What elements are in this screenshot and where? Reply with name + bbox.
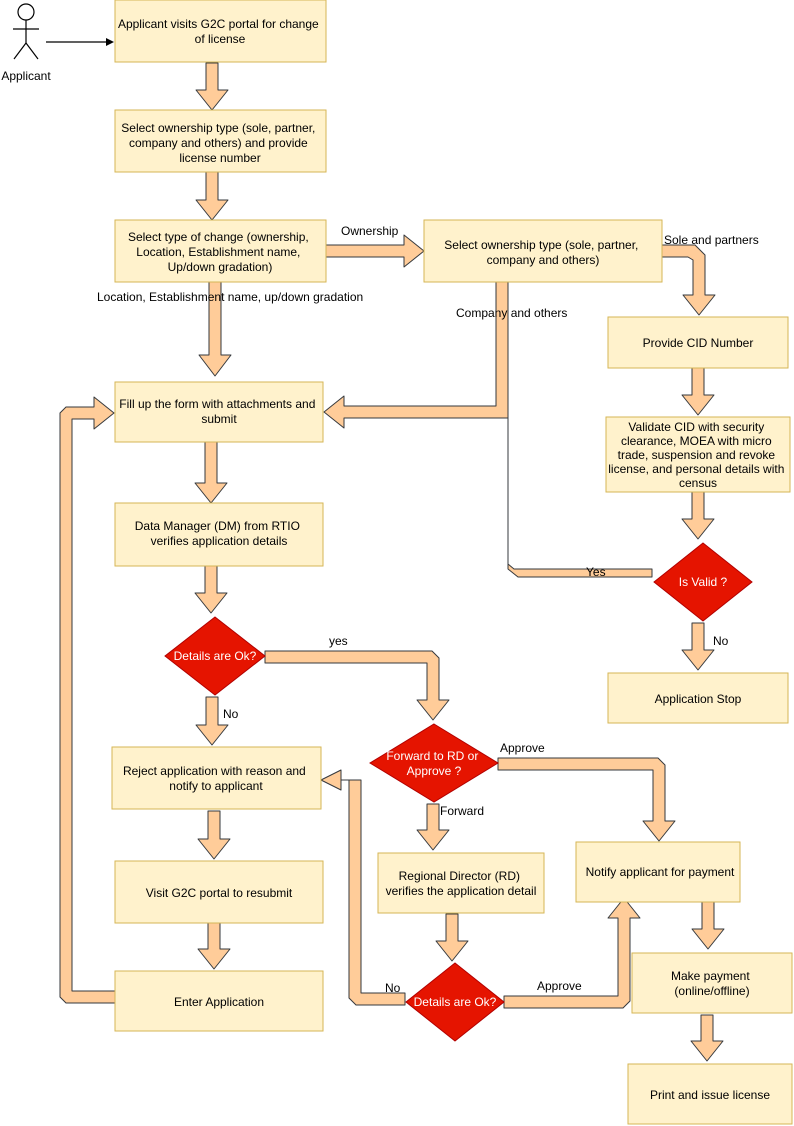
applicant-actor-icon bbox=[13, 3, 39, 60]
label-forward: Forward bbox=[440, 804, 484, 818]
print-license-text: Print and issue license bbox=[650, 1088, 770, 1102]
arrow-valid-yes-to-fill bbox=[323, 281, 653, 578]
arrow-change-to-ownership bbox=[325, 234, 425, 268]
decision-is-valid bbox=[653, 542, 753, 622]
arrow-details-yes-to-forward bbox=[264, 650, 450, 721]
svg-text:Applicant visits G2C portal fo: Applicant visits G2C portal for change o… bbox=[118, 17, 322, 46]
flow-arrows bbox=[59, 62, 725, 1062]
svg-text:Select ownership type (sole, p: Select ownership type (sole, partner, co… bbox=[444, 238, 641, 267]
label-location-etc: Location, Establishment name, up/down gr… bbox=[97, 290, 363, 304]
label-no-details: No bbox=[223, 707, 239, 721]
arrow-dm-to-details bbox=[194, 565, 228, 614]
box-reject bbox=[111, 746, 322, 810]
svg-text:Regional Director (RD) v: Regional Director (RD) verifies the appl… bbox=[386, 869, 537, 898]
box-rd-verifies bbox=[377, 852, 545, 914]
applicant-label: Applicant bbox=[1, 69, 51, 83]
box-dm-verifies bbox=[114, 502, 324, 567]
visit-portal-line-1: Applicant visits G2C portal for change bbox=[118, 17, 319, 31]
arrow-details-to-reject bbox=[195, 696, 229, 746]
arrow-ownership-to-cid bbox=[661, 244, 716, 316]
label-yes-details: yes bbox=[329, 634, 348, 648]
label-approve-2: Approve bbox=[537, 979, 582, 993]
arrow-payment-to-print bbox=[690, 1014, 724, 1062]
arrow-resubmit-to-enter bbox=[197, 922, 231, 970]
arrow-notify-to-payment bbox=[691, 901, 725, 950]
svg-text:Select ownership type (sole, p: Select ownership type (sole, partner, co… bbox=[121, 121, 318, 165]
actor-arrow bbox=[46, 38, 114, 46]
box-provide-cid bbox=[607, 316, 789, 369]
arrow-select-to-change bbox=[195, 171, 229, 221]
svg-text:Forward to RD or Approve: Forward to RD or Approve ? bbox=[386, 749, 481, 778]
decision-details-ok-2 bbox=[405, 962, 505, 1042]
arrow-approve-to-notify bbox=[497, 757, 676, 842]
arrow-details2-approve-to-notify bbox=[503, 897, 641, 1009]
svg-text:Select type of change (ownersh: Select type of change (ownership, Locati… bbox=[128, 230, 312, 274]
box-select-change-type bbox=[114, 219, 327, 283]
notify-payment-text: Notify applicant for payment bbox=[586, 865, 735, 879]
arrow-valid-to-stop bbox=[681, 622, 715, 671]
arrow-cid-to-validate bbox=[681, 367, 715, 416]
application-stop-text: Application Stop bbox=[655, 692, 742, 706]
arrow-enter-to-fill-loop bbox=[59, 396, 116, 1004]
svg-text:Make payment (online/off: Make payment (online/offline) bbox=[671, 969, 753, 998]
box-select-ownership-type bbox=[423, 219, 663, 283]
arrow-rd-to-details2 bbox=[435, 913, 469, 962]
provide-cid-text: Provide CID Number bbox=[643, 336, 754, 350]
box-validate-cid bbox=[605, 416, 791, 493]
edge-labels: Ownership Sole and partners Company and … bbox=[97, 224, 759, 995]
decision-labels: Is Valid ? Details are Ok? Forward to RD… bbox=[174, 575, 728, 1009]
label-no-details-2: No bbox=[385, 981, 401, 995]
box-fill-form bbox=[114, 381, 324, 443]
box-select-ownership-license bbox=[114, 109, 327, 173]
label-no-valid: No bbox=[713, 634, 729, 648]
visit-portal-line-2: of license bbox=[195, 32, 246, 46]
box-enter-application bbox=[114, 970, 324, 1032]
box-labels: Applicant visits G2C portal for change o… bbox=[118, 17, 787, 1102]
process-boxes bbox=[111, 0, 793, 1125]
arrow-visit-to-select bbox=[195, 62, 229, 111]
box-visit-resubmit bbox=[114, 860, 324, 924]
arrow-reject-to-resubmit bbox=[197, 810, 231, 860]
box-visit-portal bbox=[114, 0, 327, 63]
label-yes-valid: Yes bbox=[586, 565, 606, 579]
label-sole-partners: Sole and partners bbox=[664, 233, 759, 247]
decision-diamonds bbox=[164, 542, 753, 1042]
box-application-stop bbox=[607, 672, 789, 724]
decision-details-ok-1 bbox=[164, 616, 266, 696]
arrow-change-to-fill bbox=[198, 281, 232, 377]
arrow-validate-to-valid bbox=[681, 491, 715, 540]
svg-text:Validate CID with security: Validate CID with security clearance, MO… bbox=[608, 420, 787, 490]
svg-text:Fill up the form with attachme: Fill up the form with attachments and su… bbox=[119, 397, 318, 426]
arrow-fill-to-dm bbox=[194, 441, 228, 504]
arrow-forward-to-rd bbox=[416, 803, 450, 851]
label-company-others: Company and others bbox=[456, 306, 567, 320]
svg-text:Data Manager (DM) from RTIO: Data Manager (DM) from RTIO verifies app… bbox=[135, 519, 304, 548]
visit-resubmit-text: Visit G2C portal to resubmit bbox=[146, 886, 293, 900]
details-ok-2-text: Details are Ok? bbox=[414, 995, 497, 1009]
is-valid-text: Is Valid ? bbox=[679, 575, 728, 589]
label-ownership: Ownership bbox=[341, 224, 399, 238]
decision-forward-or-approve bbox=[369, 723, 499, 803]
box-print-license bbox=[627, 1063, 793, 1125]
enter-application-text: Enter Application bbox=[174, 995, 264, 1009]
box-make-payment bbox=[631, 952, 793, 1014]
label-approve-1: Approve bbox=[500, 741, 545, 755]
details-ok-1-text: Details are Ok? bbox=[174, 649, 257, 663]
box-notify-payment bbox=[575, 841, 741, 903]
svg-text:Reject application with reason: Reject application with reason and notif… bbox=[123, 764, 309, 793]
